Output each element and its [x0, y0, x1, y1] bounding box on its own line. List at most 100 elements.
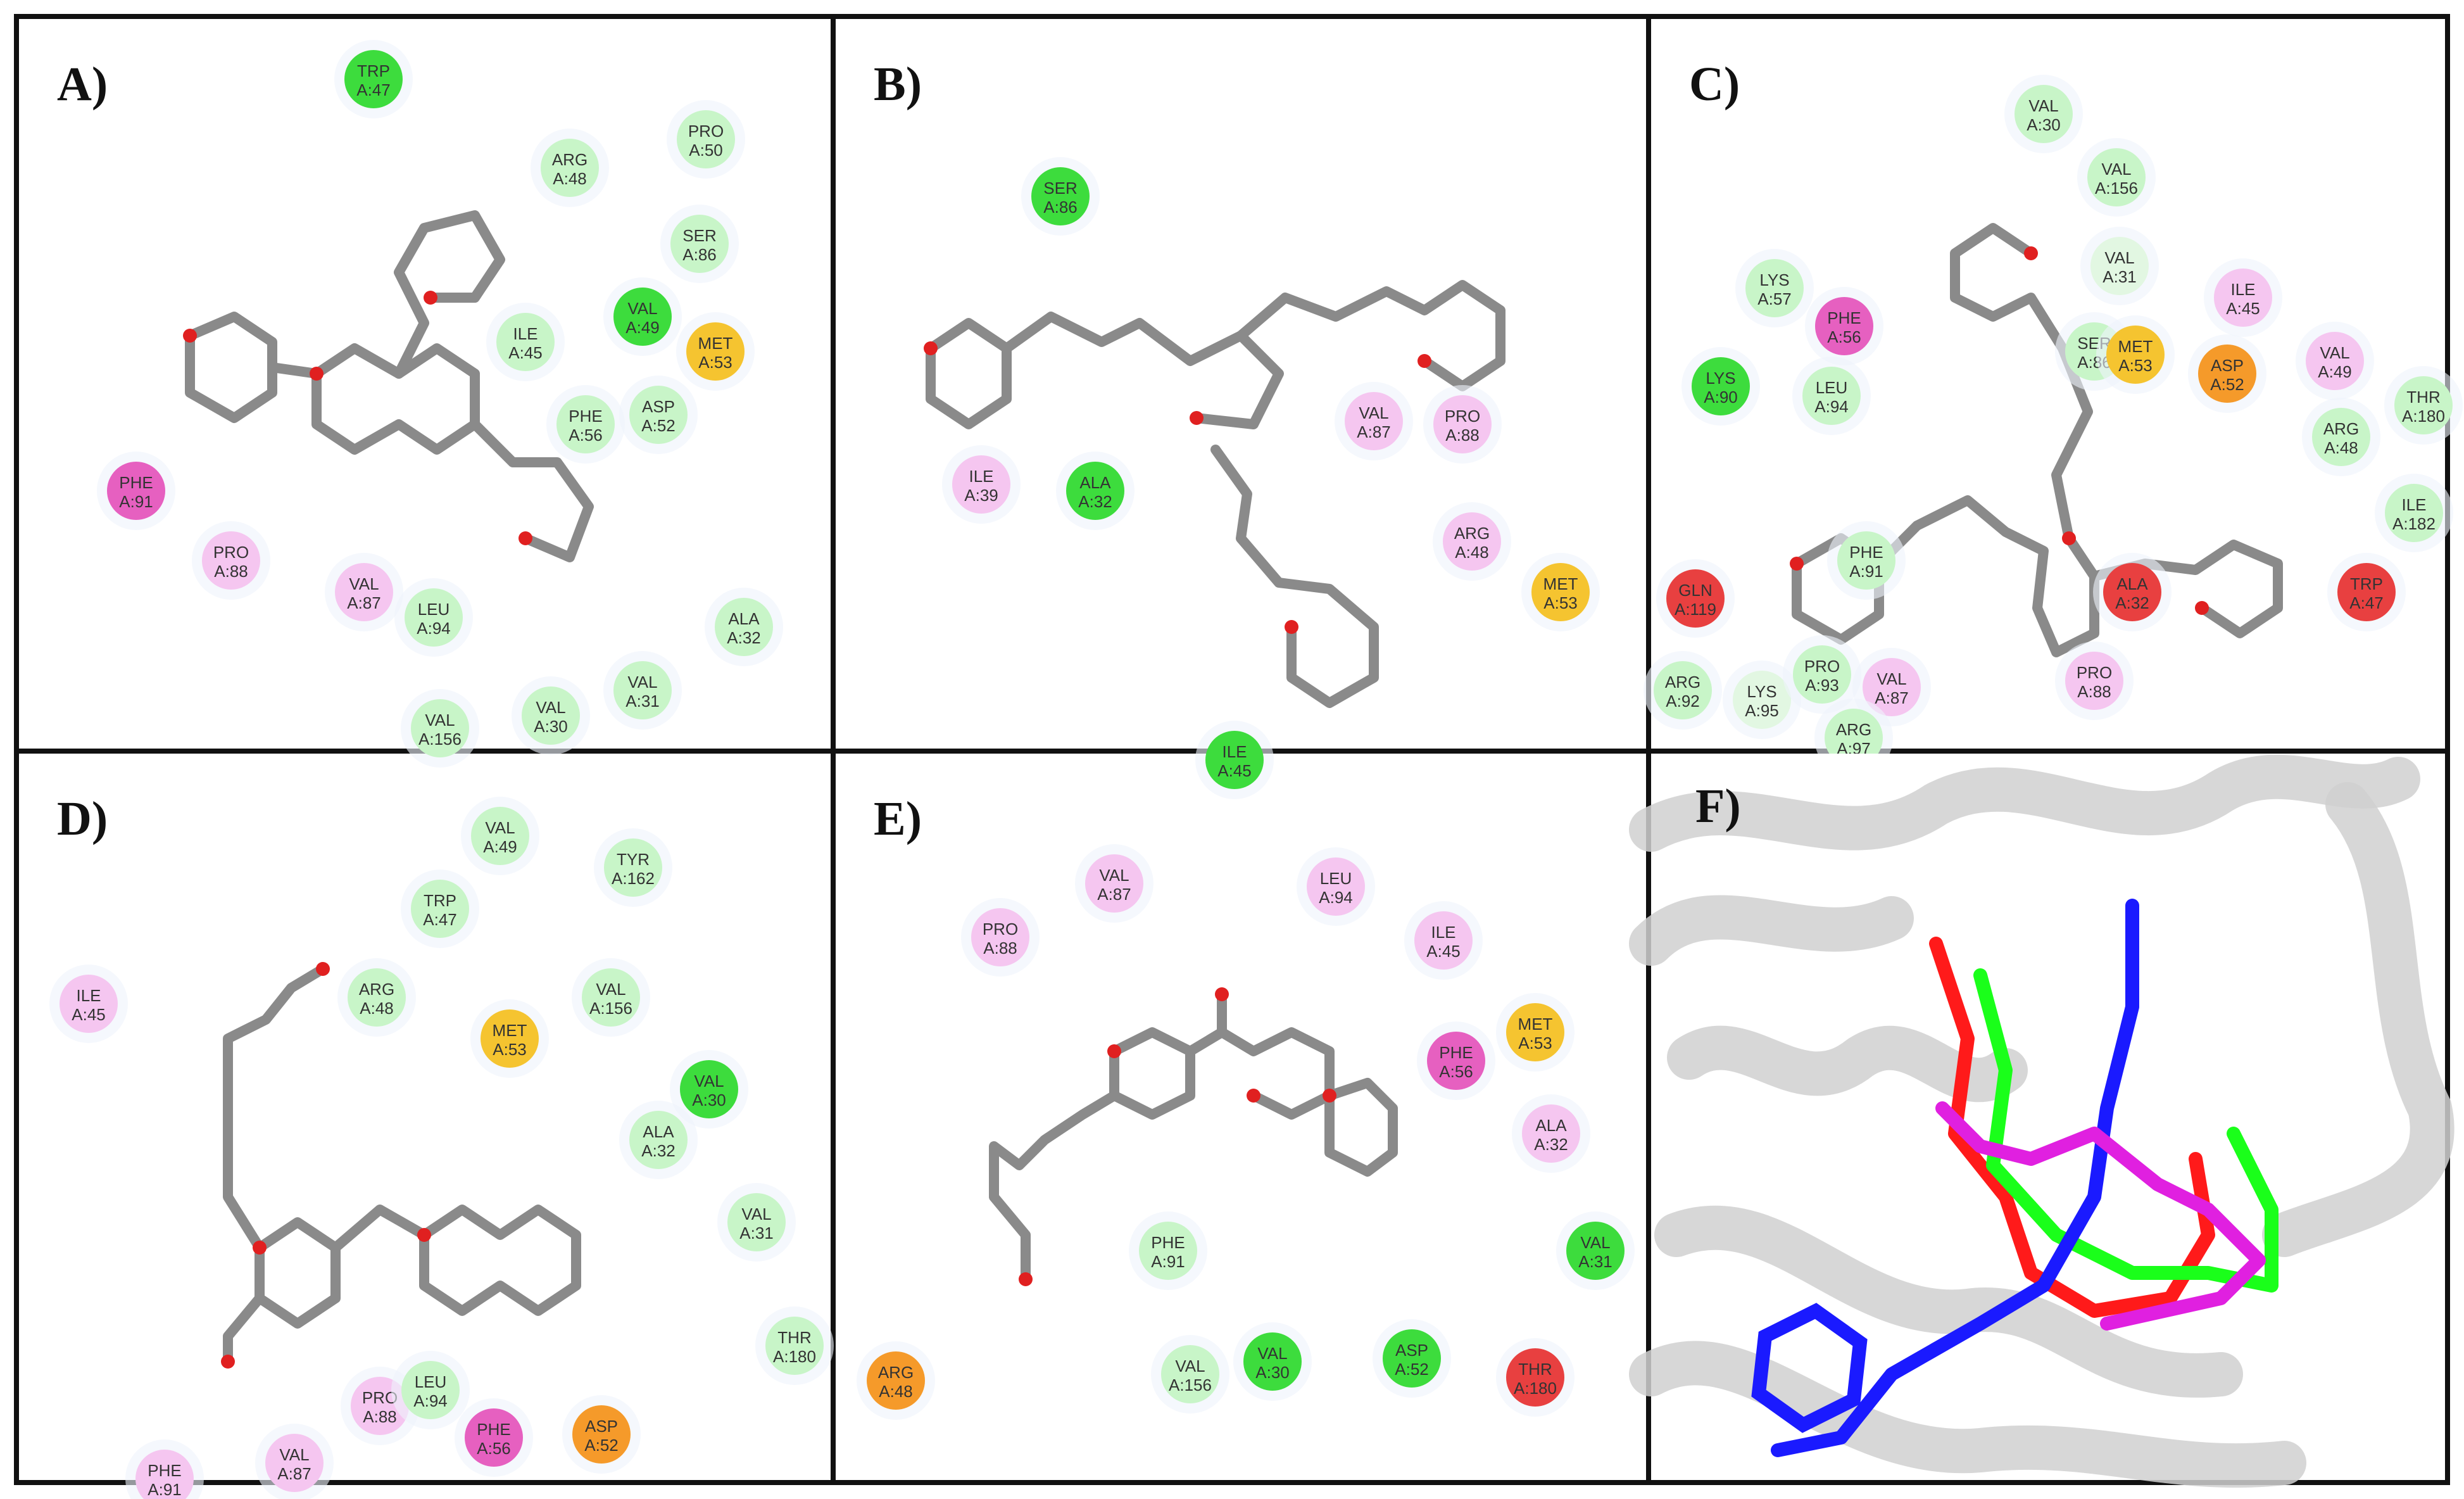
residue-disc	[1666, 569, 1725, 628]
residue-name: PRO	[1804, 657, 1840, 676]
residue-disc	[405, 588, 463, 647]
residue-name: THR	[1518, 1360, 1552, 1379]
oxygen-atom	[1790, 557, 1804, 571]
residue-name: TYR	[617, 850, 650, 869]
residue-id: A:90	[1704, 388, 1738, 407]
ligand-bond-chain	[926, 318, 1012, 429]
residue-name: VAL	[1876, 669, 1906, 688]
residue-name: VAL	[741, 1205, 771, 1224]
residue-disc	[2312, 408, 2370, 466]
residue-id: A:48	[360, 999, 394, 1018]
residue-id: A:94	[1814, 397, 1849, 416]
residue-name: PHE	[569, 407, 602, 426]
residue-disc	[2106, 326, 2165, 384]
residue-id: A:53	[698, 353, 732, 372]
interaction-diagram: VALA:87LEUA:94PROA:88ILEA:45META:53PHEA:…	[857, 844, 1635, 1420]
residue-disc	[1443, 512, 1501, 571]
ligand-bond-chain	[1324, 1078, 1398, 1177]
ligand-pose	[1929, 937, 2215, 1318]
residue-disc	[135, 1450, 194, 1499]
panel-f: F)	[1629, 754, 2455, 1488]
residue-name: VAL	[536, 698, 565, 717]
ligand-bond-chain	[1210, 445, 1379, 708]
oxygen-atom	[1107, 1044, 1121, 1058]
ligand-bond-chain	[255, 1217, 341, 1329]
residue-id: A:94	[413, 1391, 448, 1410]
residue-disc	[202, 531, 260, 590]
residue-id: A:94	[1319, 888, 1353, 907]
residue-id: A:45	[1426, 942, 1461, 961]
residue-id: A:53	[2118, 356, 2153, 375]
oxygen-atom	[424, 291, 437, 305]
residue-name: VAL	[279, 1445, 309, 1464]
residue-disc	[1733, 671, 1791, 729]
residue-name: ARG	[359, 980, 394, 999]
oxygen-atom	[417, 1228, 431, 1242]
residue-disc	[1802, 367, 1861, 425]
residue-name: THR	[2406, 388, 2440, 407]
residue-name: MET	[1518, 1015, 1553, 1034]
residue-id: A:53	[1543, 593, 1578, 612]
residue-disc	[582, 968, 640, 1027]
residue-disc	[1345, 392, 1403, 450]
residue-name: THR	[777, 1328, 811, 1347]
residue-id: A:31	[739, 1224, 774, 1243]
residue-id: A:30	[2027, 115, 2061, 134]
oxygen-atom	[2024, 246, 2038, 260]
ligand-bond-chain	[330, 1205, 581, 1316]
residue-disc	[411, 880, 469, 938]
residue-disc	[952, 455, 1010, 514]
residue-name: PRO	[1445, 407, 1480, 426]
residue-id: A:88	[983, 939, 1017, 958]
residue-name: TRP	[2350, 574, 2383, 593]
residue-id: A:87	[1357, 422, 1391, 441]
residue-disc	[1307, 857, 1365, 916]
residue-disc	[1837, 531, 1895, 590]
residue-id: A:47	[356, 80, 391, 99]
residue-name: MET	[493, 1021, 527, 1040]
residue-name: ALA	[728, 609, 760, 628]
residue-name: ARG	[1454, 524, 1490, 543]
residue-name: VAL	[425, 711, 455, 730]
panel-label: F)	[1695, 780, 1741, 833]
residue-name: ARG	[1836, 720, 1871, 739]
residue-id: A:31	[1578, 1252, 1612, 1271]
residue-name: ILE	[76, 986, 101, 1005]
ligand-bond-chain	[223, 1293, 265, 1367]
residue-id: A:30	[534, 717, 568, 736]
residue-disc	[867, 1351, 925, 1410]
residue-name: VAL	[2101, 160, 2131, 179]
residue-disc	[1692, 357, 1750, 415]
residue-id: A:162	[612, 869, 655, 888]
residue-id: A:88	[214, 562, 248, 581]
residue-id: A:45	[508, 343, 543, 362]
ligand-bond-chain	[470, 419, 594, 562]
residue-disc	[1506, 1003, 1564, 1061]
residue-name: ASP	[2211, 356, 2244, 375]
panel-label: B)	[874, 58, 922, 111]
residue-disc	[2015, 85, 2073, 143]
